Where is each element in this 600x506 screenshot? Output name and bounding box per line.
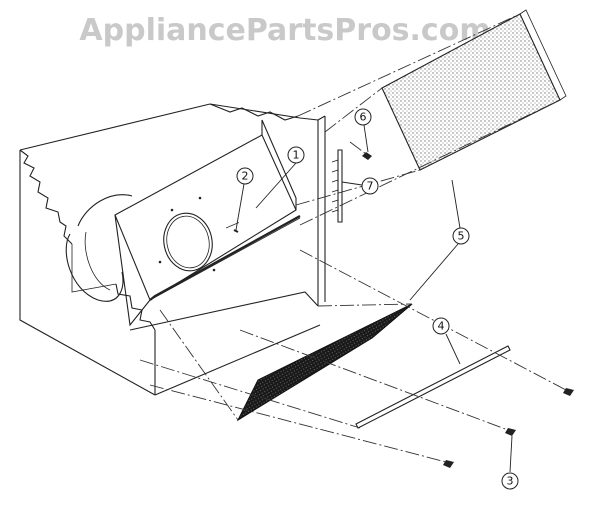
callout-6-circle: [354, 108, 372, 126]
blower-panel: [114, 119, 301, 327]
screw-6-icon: [362, 152, 372, 160]
watermark-text: AppliancePartsPros.com: [79, 13, 490, 48]
callout-4-circle: [432, 317, 450, 335]
callout-2-label: 2: [242, 170, 249, 183]
screw-right-icon: [563, 388, 574, 396]
callout-2-circle: [236, 167, 254, 185]
gasket-strip: [331, 149, 343, 223]
assembly-lines: [139, 13, 567, 463]
callout-5-label: 5: [458, 230, 465, 243]
callout-1-label: 1: [293, 149, 300, 162]
callout-7-label: 7: [367, 180, 374, 193]
callout-3-label: 3: [507, 475, 514, 488]
callout-5-circle: [452, 227, 470, 245]
cabinet-housing: [19, 103, 326, 396]
screws: [233, 152, 574, 468]
callout-1-circle: [287, 146, 305, 164]
callout-7-circle: [361, 177, 379, 195]
callouts: 1 2 3 4 5 6 7: [235, 108, 519, 490]
callout-3-circle: [501, 472, 519, 490]
callout-6-label: 6: [360, 111, 367, 124]
trim-strip: [355, 345, 511, 429]
screw-bottom-icon: [443, 460, 454, 468]
callout-4-label: 4: [438, 320, 445, 333]
screw-3-icon: [505, 428, 516, 436]
